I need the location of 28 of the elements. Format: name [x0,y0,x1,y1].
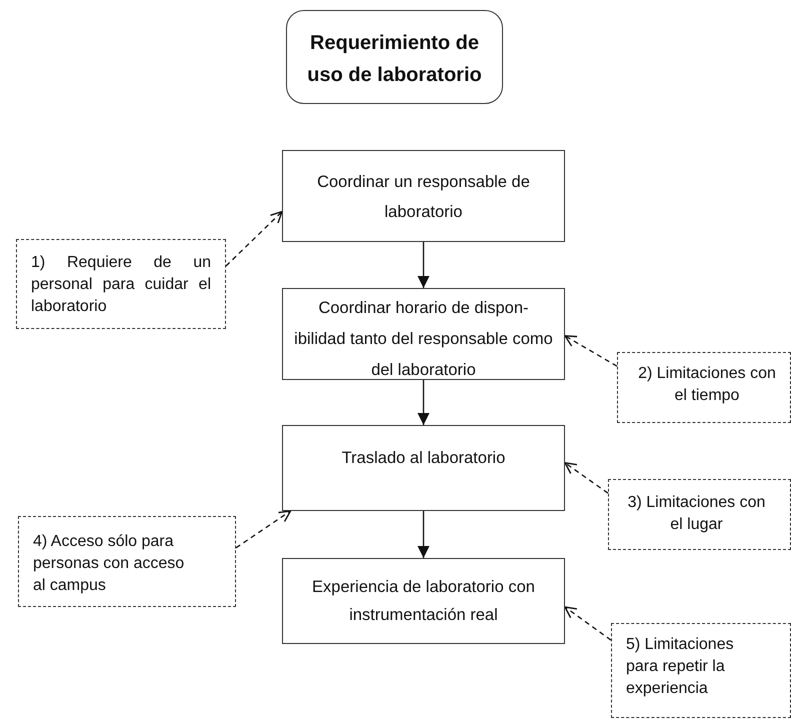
arrow [418,242,430,288]
arrow [564,606,612,641]
note-box [617,352,791,423]
step-text: Experiencia de laboratorio con instrumentación real [311,577,536,626]
process-box [282,150,565,242]
step-text: Coordinar un responsable de laboratorio [316,172,531,223]
note-box [16,239,226,329]
process-box [282,425,565,511]
arrow [418,380,430,425]
step-text: Coordinar horario de dispon- ibilidad tanto del responsable como del laboratorio [293,298,554,381]
note-box [611,623,791,718]
arrow [418,511,430,558]
arrow [236,510,292,548]
arrow [564,462,608,494]
note-text: 2) Limitaciones con el tiempo [637,364,777,406]
arrow [564,335,618,367]
note-box [608,479,791,550]
note-text: 1) Requiere de un personal para cuidar el laboratorio [31,253,211,317]
note-box [18,516,236,607]
note-text: 4) Acceso sólo para personas con acceso al campus [33,532,186,596]
step-text: Traslado al laboratorio [340,448,506,469]
note-text: 3) Limitaciones con el lugar [626,493,766,535]
process-box [282,288,565,380]
note-text: 5) Limitaciones para repetir la experiencia [626,635,735,699]
title-box [286,10,503,104]
process-box [282,558,565,644]
arrow [226,210,283,266]
title-text: Requerimiento de uso de laboratorio [306,31,483,88]
